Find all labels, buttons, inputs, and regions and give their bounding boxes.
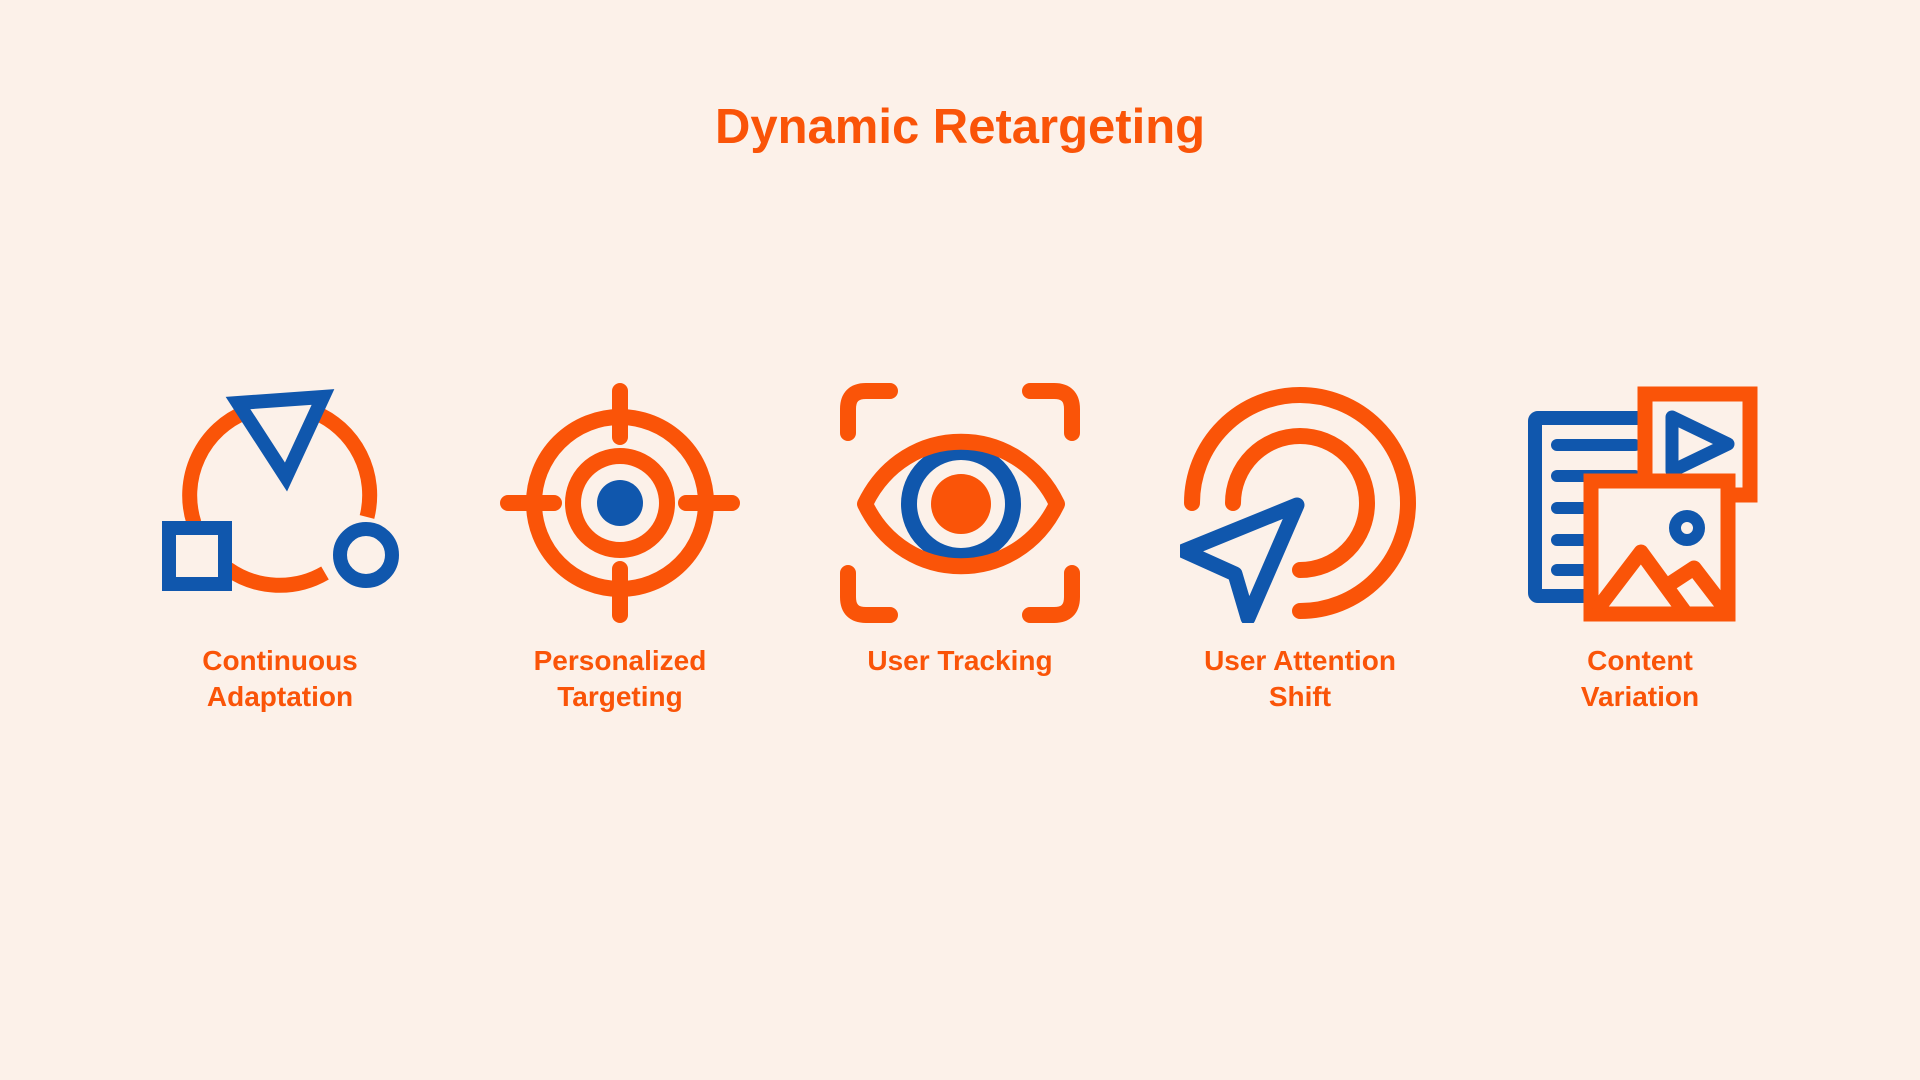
label-line: Targeting [557,681,683,712]
feature-content-variation: Content Variation [1470,383,1810,715]
feature-label: User Attention Shift [1204,643,1396,715]
label-line: Shift [1268,681,1332,712]
page-title: Dynamic Retargeting [714,100,1206,154]
target-icon [500,383,740,623]
feature-row: Continuous Adaptation Personalized Ta [110,383,1810,715]
label-line: Content [1587,645,1693,676]
label-line: Variation [1580,681,1700,712]
feature-label: Continuous Adaptation [202,643,358,715]
label-line: User Attention [1204,645,1396,676]
label-line: Adaptation [206,681,354,712]
feature-label: User Tracking [867,643,1052,679]
feature-personalized-targeting: Personalized Targeting [450,383,790,715]
feature-user-attention-shift: User Attention Shift [1130,383,1470,715]
eye-scan-icon [840,383,1080,623]
feature-label: Personalized Targeting [534,643,707,715]
feature-user-tracking: User Tracking [790,383,1130,715]
media-collection-icon [1520,383,1760,623]
label-line: User Tracking [867,645,1053,676]
label-line: Personalized [533,645,707,676]
feature-label: Content Variation [1581,643,1699,715]
label-line: Continuous [202,645,358,676]
feature-continuous-adaptation: Continuous Adaptation [110,383,450,715]
cursor-radar-icon [1180,383,1420,623]
cycle-shapes-icon [160,383,400,623]
